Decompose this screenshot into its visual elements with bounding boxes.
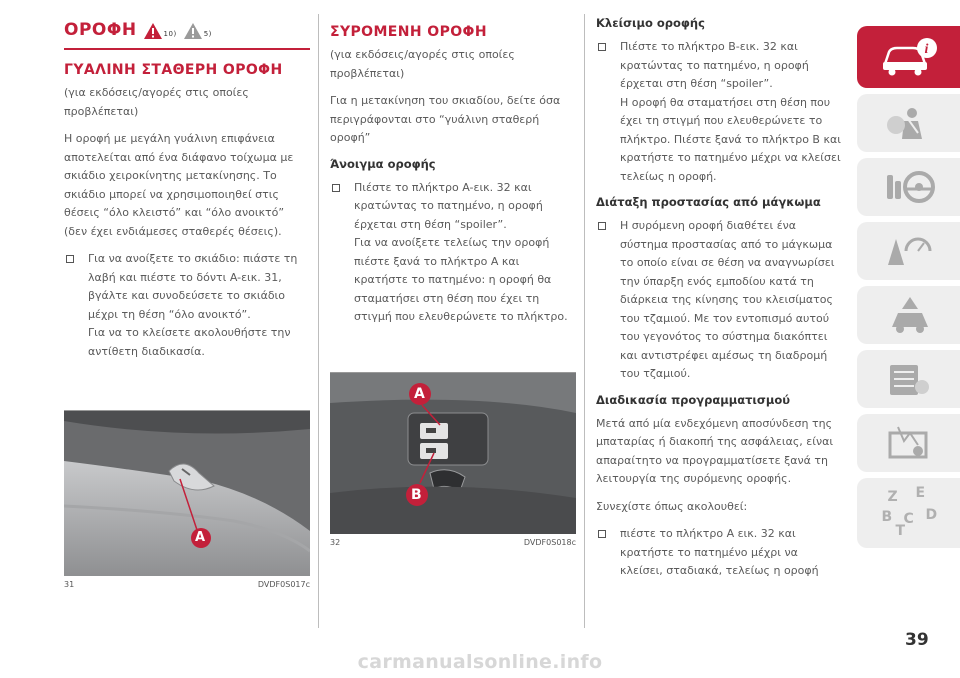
description-paragraph: Η οροφή με μεγάλη γυάλινη επιφάνεια αποτ…: [64, 132, 294, 238]
tab-emergency[interactable]: [857, 286, 960, 344]
steering-wheel-icon: [881, 167, 937, 207]
figure-caption: 32 DVDF0S018c: [330, 538, 576, 547]
column-closing-antipinch: Κλείσιμο οροφής Πιέστε το πλήκτρο B-εικ.…: [596, 14, 844, 590]
instruction-text: πιέστε το πλήκτρο A εικ. 32 και κρατήστε…: [620, 527, 819, 577]
index-icon: Z E B C T D: [881, 485, 938, 539]
attention-note-number: 5): [203, 30, 212, 38]
warning-light-icon: [884, 231, 934, 271]
figure-31-sunshade-handle: A: [64, 410, 310, 576]
data-sheet-icon: [884, 423, 934, 463]
section-title: ΟΡΟΦΗ 10) 5): [64, 14, 310, 40]
callout-label: A: [195, 530, 206, 545]
figure-number: 32: [330, 538, 341, 547]
tab-maintenance[interactable]: [857, 350, 960, 408]
column-glass-roof: ΟΡΟΦΗ 10) 5) ΓΥΑΛΙΝΗ ΣΤΑΘΕΡΗ ΟΡΟΦΗ (για …: [64, 14, 310, 370]
warning-note-number: 10): [163, 30, 177, 38]
page-number: 39: [905, 630, 929, 650]
warning-icon: [143, 22, 163, 40]
bullet-square-icon: [598, 222, 606, 230]
car-info-icon: i: [879, 36, 939, 78]
figure-number: 31: [64, 580, 75, 589]
airbag-icon: [884, 103, 934, 143]
section-title-text: ΟΡΟΦΗ: [64, 20, 137, 40]
chapter-sidebar: i Z E B C T: [857, 26, 960, 554]
tab-index[interactable]: Z E B C T D: [857, 478, 960, 548]
availability-note: (για εκδόσεις/αγορές στις οποίες προβλέπ…: [64, 86, 249, 118]
instruction-text: Πιέστε το πλήκτρο B-εικ. 32 και κρατώντα…: [620, 40, 809, 90]
tab-car-info[interactable]: i: [857, 26, 960, 88]
figure-32-roof-switches: A B: [330, 372, 576, 534]
heading-opening: Άνοιγμα οροφής: [330, 156, 436, 171]
heading-anti-pinch: Διάταξη προστασίας από μάγκωμα: [596, 195, 821, 209]
instruction-text: Η οροφή θα σταματήσει στη θέση που έχει …: [620, 95, 841, 183]
breakdown-icon: [884, 295, 934, 335]
svg-text:i: i: [924, 42, 928, 57]
figure-code: DVDF0S017c: [257, 580, 310, 589]
column-sliding-roof: ΣΥΡΟΜΕΝΗ ΟΡΟΦΗ (για εκδόσεις/αγορές στις…: [330, 14, 576, 336]
bullet-square-icon: [598, 43, 606, 51]
list-item: Η συρόμενη οροφή διαθέτει ένα σύστημα πρ…: [596, 217, 844, 384]
subsection-title: ΣΥΡΟΜΕΝΗ ΟΡΟΦΗ: [330, 24, 487, 40]
callout-label-a: A: [414, 386, 425, 402]
list-item: Πιέστε το πλήκτρο A-εικ. 32 και κρατώντα…: [330, 179, 576, 327]
tab-warning-lights[interactable]: [857, 222, 960, 280]
instruction-text: Πιέστε το πλήκτρο A-εικ. 32 και κρατώντα…: [354, 180, 543, 231]
availability-note: (για εκδόσεις/αγορές στις οποίες προβλέπ…: [330, 48, 515, 80]
bullet-square-icon: [598, 530, 606, 538]
title-rule: [64, 48, 310, 50]
list-item: πιέστε το πλήκτρο A εικ. 32 και κρατήστε…: [596, 525, 844, 581]
callout-label-b: B: [411, 487, 422, 503]
figure-caption: 31 DVDF0S017c: [64, 580, 310, 589]
column-divider: [584, 14, 585, 628]
attention-icon: [183, 22, 203, 40]
tab-starting-driving[interactable]: [857, 158, 960, 216]
instruction-text: Για να ανοίξετε τελείως την οροφή πιέστε…: [354, 236, 568, 323]
subsection-title: ΓΥΑΛΙΝΗ ΣΤΑΘΕΡΗ ΟΡΟΦΗ: [64, 62, 283, 78]
tab-technical-data[interactable]: [857, 414, 960, 472]
tab-safety[interactable]: [857, 94, 960, 152]
bullet-square-icon: [66, 255, 74, 263]
list-item: Πιέστε το πλήκτρο B-εικ. 32 και κρατώντα…: [596, 38, 844, 186]
instruction-text: Η συρόμενη οροφή διαθέτει ένα σύστημα πρ…: [620, 219, 835, 380]
watermark: carmanualsonline.info: [357, 651, 603, 673]
instruction-text: Για να το κλείσετε ακολουθήστε την αντίθ…: [88, 326, 291, 358]
heading-programming: Διαδικασία προγραμματισμού: [596, 392, 791, 407]
figure-code: DVDF0S018c: [523, 538, 576, 547]
heading-closing: Κλείσιμο οροφής: [596, 16, 705, 30]
instruction-text: Για να ανοίξετε το σκιάδιο: πιάστε τη λα…: [88, 252, 298, 321]
maintenance-icon: [884, 359, 934, 399]
description-paragraph: Συνεχίστε όπως ακολουθεί:: [596, 499, 748, 513]
description-paragraph: Για η μετακίνηση του σκιαδίου, δείτε όσα…: [330, 94, 561, 144]
column-divider: [318, 14, 319, 628]
list-item: Για να ανοίξετε το σκιάδιο: πιάστε τη λα…: [64, 250, 310, 361]
description-paragraph: Μετά από μία ενδεχόμενη αποσύνδεση της μ…: [596, 416, 834, 486]
bullet-square-icon: [332, 183, 340, 192]
